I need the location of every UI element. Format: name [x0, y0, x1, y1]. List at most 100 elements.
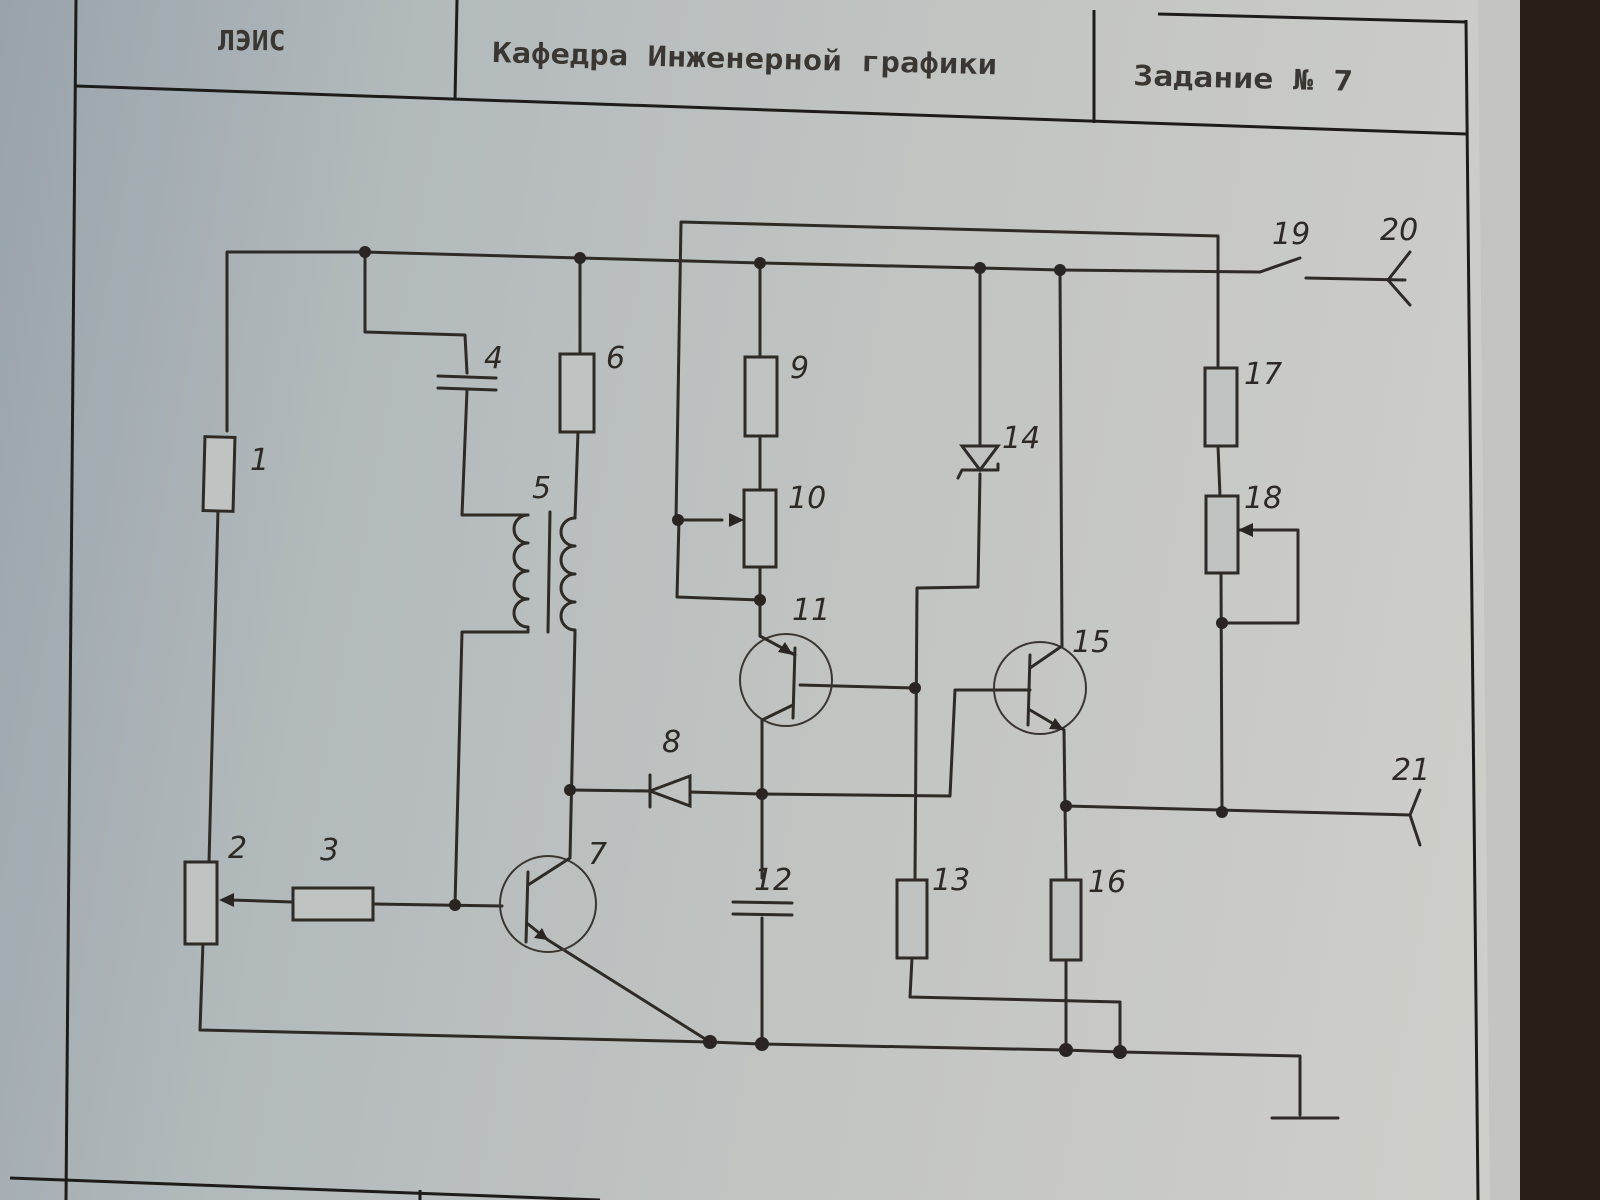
component-labels: 1 2 3 4 5 6 7 8 9 10 11 12 13 14 15 16 1…	[228, 213, 1430, 900]
transistor-7-emitter-arrow	[534, 928, 548, 940]
junction-dot	[1054, 264, 1066, 276]
junction-dot	[703, 1035, 717, 1049]
wire-output-21	[1064, 804, 1412, 817]
transistor-11-emitter-arrow	[778, 642, 793, 655]
resistor-17	[1203, 366, 1239, 448]
title-divider-1	[453, 0, 459, 101]
transformer-5-core	[546, 510, 552, 634]
resistor-6	[558, 352, 596, 434]
label-5: 5	[532, 471, 551, 506]
department-label: Кафедра Инженерной графики	[492, 36, 998, 81]
wire-d8-right	[688, 688, 1000, 798]
label-8: 8	[662, 725, 681, 760]
wire-c4-top	[363, 250, 469, 375]
wire-d8-left	[568, 788, 652, 793]
label-10: 10	[788, 481, 826, 516]
zener-14-bar	[956, 462, 1000, 480]
transistor-11-body	[739, 633, 833, 727]
wire-r18-to-output	[1219, 571, 1224, 814]
wire-r10-loop	[675, 518, 762, 602]
wiper-arrow-18	[1238, 523, 1253, 537]
capacitors	[436, 374, 794, 917]
junction-dot	[1216, 617, 1228, 629]
wiper-arrows	[219, 513, 1253, 907]
label-19: 19	[1272, 217, 1310, 252]
terminal-20	[1386, 250, 1412, 307]
wire-r6-to-t5	[573, 430, 580, 520]
wire-r3-to-q7	[372, 902, 504, 908]
zener-14-body	[959, 444, 1001, 473]
label-4: 4	[484, 341, 503, 376]
label-21: 21	[1392, 753, 1430, 788]
title-block: ЛЭИС Кафедра Инженерной графики Задание …	[9, 0, 1480, 1200]
title-block-bottom-line	[75, 84, 1467, 136]
potentiometer-2	[183, 860, 219, 946]
label-9: 9	[790, 351, 809, 386]
resistor-16	[1049, 878, 1083, 962]
junction-dot	[974, 262, 986, 274]
junction-dot	[754, 257, 766, 269]
junctions	[359, 246, 1228, 1059]
junction-dot	[574, 252, 586, 264]
potentiometer-10	[742, 488, 778, 569]
frame-top-right	[1157, 12, 1467, 24]
diode-8-body	[645, 773, 692, 809]
frame-right-border	[1464, 19, 1480, 1200]
supply-rail	[225, 250, 1262, 433]
wire-q11-base	[798, 683, 917, 690]
transformer-5-secondary	[559, 516, 577, 637]
wiring	[198, 220, 1412, 1120]
wire-wiper-r2	[228, 898, 294, 904]
wire-r18-wiper-loop	[1220, 528, 1300, 625]
label-3: 3	[320, 833, 339, 868]
switch-19-blade	[1258, 256, 1302, 274]
junction-dot	[449, 899, 461, 911]
junction-dot	[909, 682, 921, 694]
frame-left-border	[64, 0, 78, 1200]
transformer-5	[512, 510, 577, 637]
assignment-label: Задание № 7	[1133, 59, 1354, 98]
label-1: 1	[250, 443, 269, 478]
junction-dot	[1216, 806, 1228, 818]
resistor-9	[743, 355, 779, 438]
wire-t5-primary-to-base	[453, 630, 530, 907]
transistors	[499, 633, 1087, 953]
wire-t5-secondary-to-q7	[568, 630, 577, 860]
wire-r1-to-r2	[207, 508, 220, 865]
capacitor-12-plate-b	[731, 912, 794, 917]
label-11: 11	[792, 593, 830, 628]
transistor-7-base-bar	[524, 870, 530, 944]
capacitor-4-plate-b	[436, 386, 498, 392]
junction-dot	[1059, 1043, 1073, 1057]
transistor-15-emitter-arrow	[1049, 718, 1064, 730]
label-6: 6	[606, 341, 625, 376]
label-12: 12	[754, 863, 792, 898]
resistor-13	[895, 878, 929, 960]
label-7: 7	[588, 837, 607, 872]
capacitor-12-plate-a	[731, 900, 794, 905]
label-17: 17	[1244, 357, 1282, 392]
wiper-arrow-2	[219, 893, 234, 907]
junction-dot	[756, 788, 768, 800]
junction-dot	[755, 1037, 769, 1051]
label-15: 15	[1072, 625, 1110, 660]
terminals	[1386, 250, 1422, 847]
label-20: 20	[1380, 213, 1418, 248]
transistor-11-collector	[760, 703, 795, 722]
label-2: 2	[228, 831, 247, 866]
transformer-5-primary	[512, 513, 530, 634]
junction-dot	[1060, 800, 1072, 812]
wire-r13-to-ground	[908, 956, 1122, 1054]
wire-r17-r18	[1216, 444, 1222, 498]
resistor-3	[291, 886, 375, 922]
potentiometer-18	[1204, 494, 1240, 575]
wire-d14-to-r13	[913, 472, 982, 882]
junction-dot	[754, 594, 766, 606]
transistor-7-body	[499, 855, 597, 953]
label-14: 14	[1002, 421, 1040, 456]
wiper-arrow-10	[729, 513, 744, 527]
frame-bottom-line	[9, 1176, 601, 1200]
junction-dot	[564, 784, 576, 796]
label-18: 18	[1244, 481, 1282, 516]
